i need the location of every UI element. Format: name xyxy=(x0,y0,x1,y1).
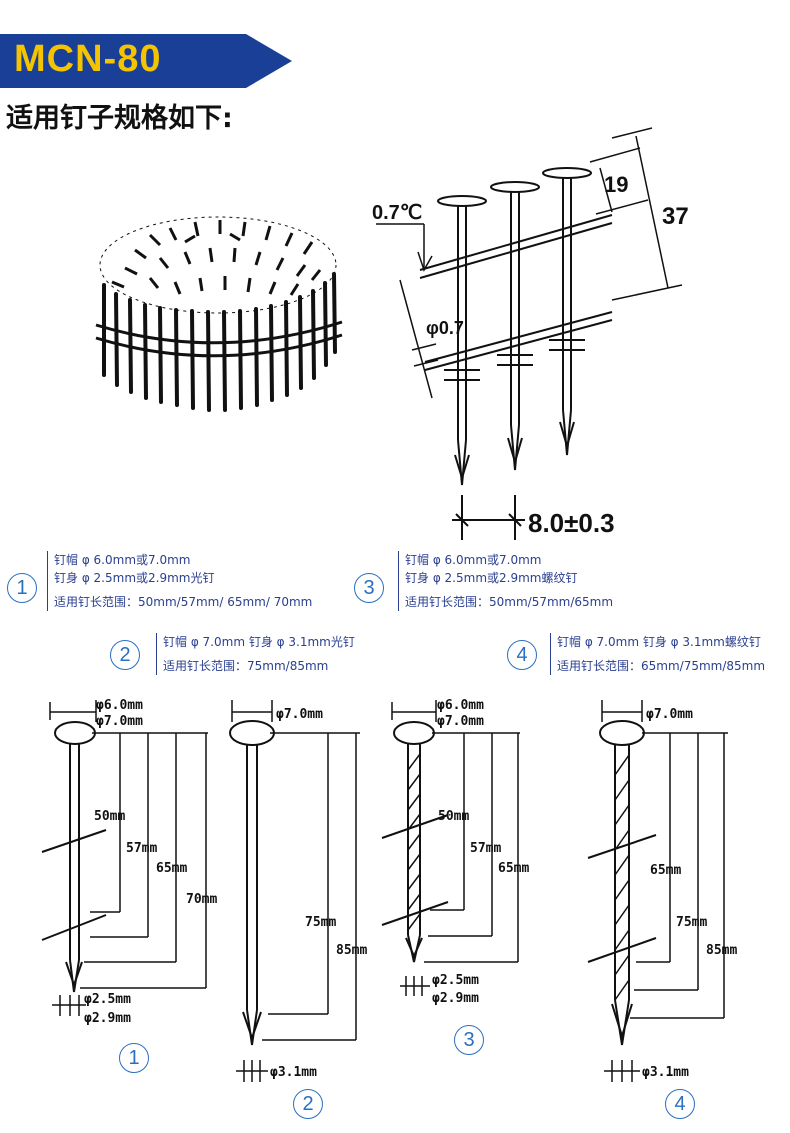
nail-1-len-65: 65mm xyxy=(156,861,187,876)
nail-3-len-65: 65mm xyxy=(498,861,529,876)
angle-label: 0.7℃ xyxy=(372,202,422,224)
nail-4-drawing xyxy=(587,700,728,1082)
nail-1-number: 1 xyxy=(119,1043,149,1073)
nail-3-len-50: 50mm xyxy=(438,809,469,824)
spec-2-block: 钉帽 φ 7.0mm 钉身 φ 3.1mm光钉 适用钉长范围：75mm/85mm xyxy=(156,633,355,675)
nail-3-head-7: φ7.0mm xyxy=(437,714,484,729)
nail-3-drawing xyxy=(381,700,520,996)
spec-1-line1: 钉帽 φ 6.0mm或7.0mm xyxy=(54,553,191,567)
spec-1-line3: 适用钉长范围：50mm/57mm/ 65mm/ 70mm xyxy=(54,595,313,609)
spec-4-line2: 适用钉长范围：65mm/75mm/85mm xyxy=(557,659,766,673)
dimension-19-label: 19 xyxy=(604,172,628,197)
spec-4-line1: 钉帽 φ 7.0mm 钉身 φ 3.1mm螺纹钉 xyxy=(557,635,761,649)
spec-1-divider xyxy=(47,551,48,611)
nail-coil-illustration xyxy=(95,216,343,412)
spec-1-number: 1 xyxy=(7,573,37,603)
spec-2-divider xyxy=(156,633,157,675)
spec-4-divider xyxy=(550,633,551,675)
spec-3-number: 3 xyxy=(354,573,384,603)
wire-diameter-label: φ0.7 xyxy=(426,318,464,338)
spec-2-line1: 钉帽 φ 7.0mm 钉身 φ 3.1mm光钉 xyxy=(163,635,355,649)
spec-1-line2: 钉身 φ 2.5mm或2.9mm光钉 xyxy=(54,571,215,585)
spec-4-number: 4 xyxy=(507,640,537,670)
nail-4-head-7: φ7.0mm xyxy=(646,707,693,722)
nail-1-len-50: 50mm xyxy=(94,809,125,824)
dimension-37-label: 37 xyxy=(662,203,689,230)
nail-4-number: 4 xyxy=(665,1089,695,1119)
nail-3-len-57: 57mm xyxy=(470,841,501,856)
nail-3-number: 3 xyxy=(454,1025,484,1055)
nail-2-len-85: 85mm xyxy=(336,943,367,958)
spec-4-block: 钉帽 φ 7.0mm 钉身 φ 3.1mm螺纹钉 适用钉长范围：65mm/75m… xyxy=(550,633,766,675)
spec-2-number: 2 xyxy=(110,640,140,670)
nail-2-head-7: φ7.0mm xyxy=(276,707,323,722)
nail-1-head-7: φ7.0mm xyxy=(96,714,143,729)
spec-3-line2: 钉身 φ 2.5mm或2.9mm螺纹钉 xyxy=(405,571,578,585)
spec-3-line3: 适用钉长范围：50mm/57mm/65mm xyxy=(405,595,614,609)
nail-2-drawing xyxy=(229,700,360,1082)
nail-3-shank-25: φ2.5mm xyxy=(432,973,479,988)
nail-4-len-65: 65mm xyxy=(650,863,681,878)
banner-arrow-shape xyxy=(0,34,292,88)
nail-3-head-6: φ6.0mm xyxy=(437,698,484,713)
nail-4-len-85: 85mm xyxy=(706,943,737,958)
nail-2-number: 2 xyxy=(293,1089,323,1119)
nail-3-shank-29: φ2.9mm xyxy=(432,991,479,1006)
spec-3-block: 钉帽 φ 6.0mm或7.0mm 钉身 φ 2.5mm或2.9mm螺纹钉 适用钉… xyxy=(398,551,614,611)
spec-1-block: 钉帽 φ 6.0mm或7.0mm 钉身 φ 2.5mm或2.9mm光钉 适用钉长… xyxy=(47,551,313,611)
nail-1-shank-29: φ2.9mm xyxy=(84,1011,131,1026)
nail-1-drawing xyxy=(41,700,208,1016)
nail-1-head-6: φ6.0mm xyxy=(96,698,143,713)
model-banner: MCN-80 xyxy=(0,34,292,88)
nail-2-len-75: 75mm xyxy=(305,915,336,930)
nail-2-shank-31: φ3.1mm xyxy=(270,1065,317,1080)
model-title: MCN-80 xyxy=(14,38,162,80)
spec-2-line2: 适用钉长范围：75mm/85mm xyxy=(163,659,329,673)
page-subtitle: 适用钉子规格如下: xyxy=(6,103,233,134)
nail-4-shank-31: φ3.1mm xyxy=(642,1065,689,1080)
spec-3-line1: 钉帽 φ 6.0mm或7.0mm xyxy=(405,553,542,567)
spec-3-divider xyxy=(398,551,399,611)
nail-4-len-75: 75mm xyxy=(676,915,707,930)
coil-strip-drawing xyxy=(376,127,683,540)
nail-1-shank-25: φ2.5mm xyxy=(84,992,131,1007)
pitch-label: 8.0±0.3 xyxy=(528,508,615,538)
nail-1-len-70: 70mm xyxy=(186,892,217,907)
nail-1-len-57: 57mm xyxy=(126,841,157,856)
